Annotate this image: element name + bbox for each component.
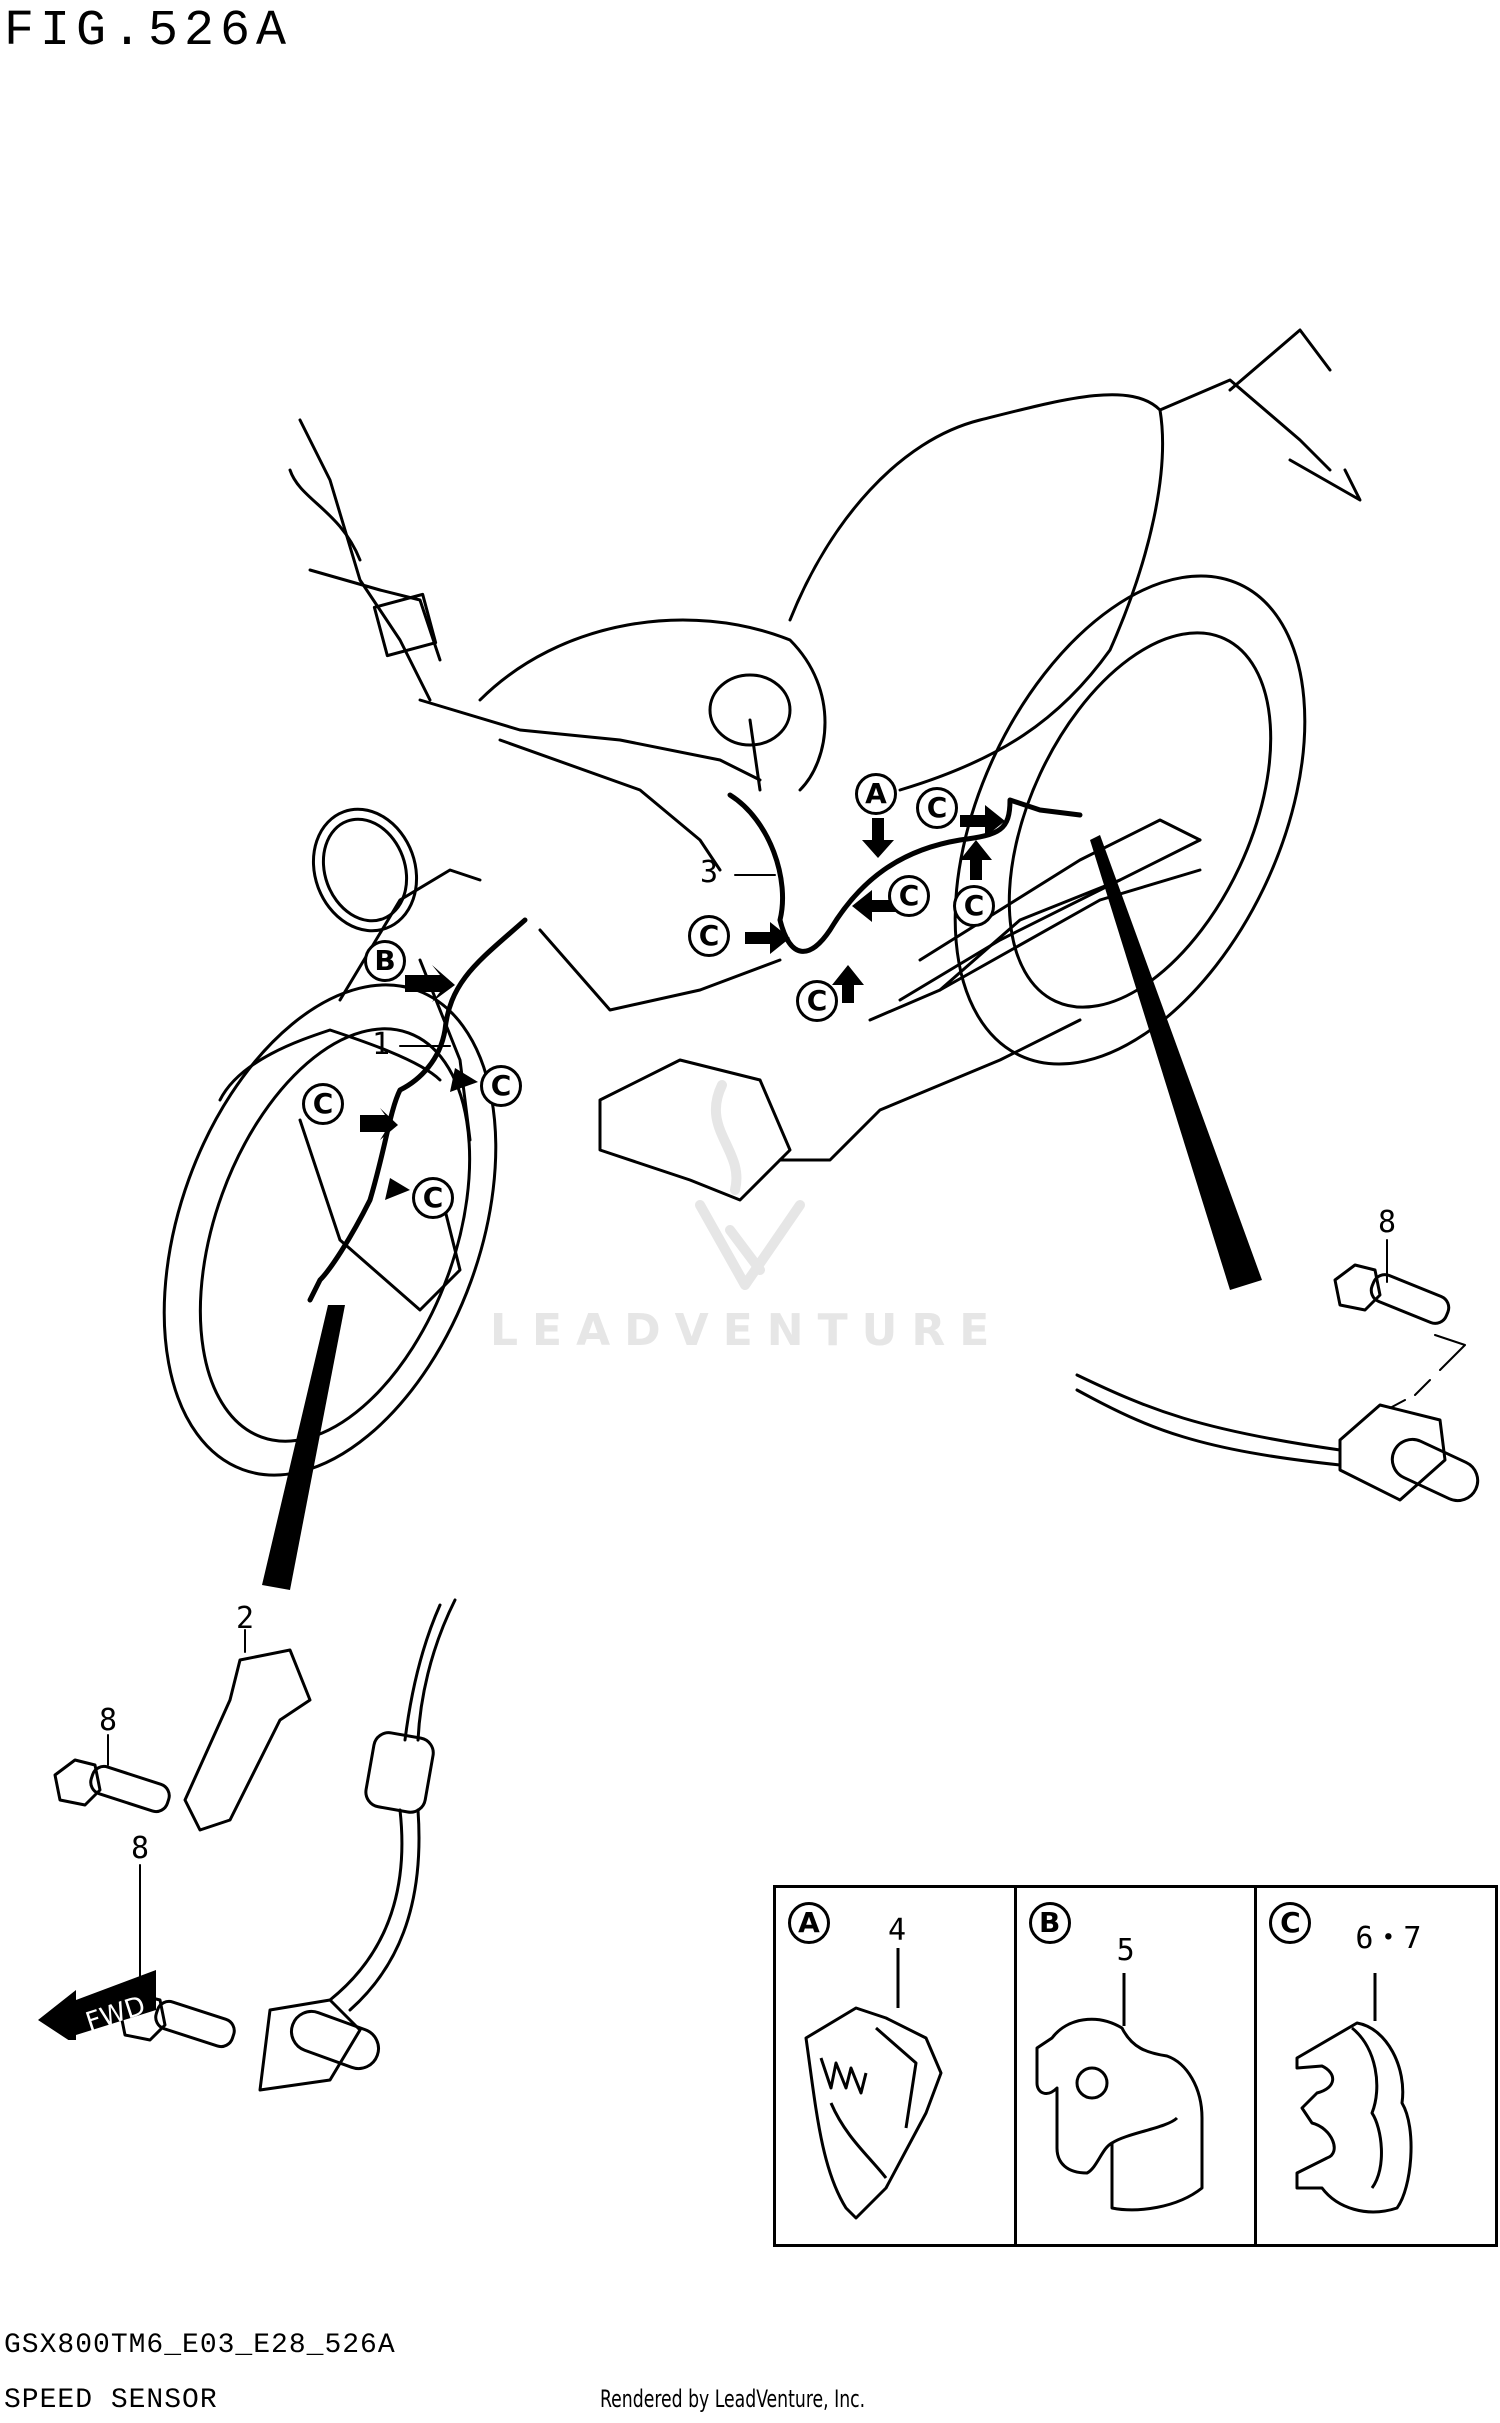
part-label-3: 3 (700, 855, 719, 890)
bolt-icon (53, 1734, 171, 1814)
part-label-1: 1 (372, 1027, 391, 1062)
legend-cell-a: A 4 (776, 1888, 1017, 2244)
watermark-logo-icon (695, 1080, 805, 1290)
part-label-2: 2 (236, 1601, 255, 1636)
pointer-front-sensor (262, 1305, 345, 1590)
clamp-b-icon (1035, 1973, 1204, 2212)
fwd-arrow-icon: FWD (38, 1970, 156, 2040)
legend-cell-c: C 6・7 (1257, 1888, 1495, 2244)
render-credit: Rendered by LeadVenture, Inc. (600, 2385, 866, 2413)
clamp-marker-a: A (855, 773, 897, 815)
clamp-marker-b: B (364, 940, 406, 982)
section-name: SPEED SENSOR (4, 2385, 218, 2416)
legend-marker-a: A (788, 1902, 830, 1944)
part-label-8-left-bottom: 8 (131, 1831, 150, 1866)
bolt-icon (118, 1864, 236, 2049)
model-code: GSX800TM6_E03_E28_526A (4, 2330, 396, 2361)
clamp-legend: A 4 B 5 C 6・7 (773, 1885, 1498, 2247)
pointer-rear-sensor (1090, 835, 1262, 1290)
clamp-marker-c: C (888, 875, 930, 917)
clamp-marker-c: C (302, 1083, 344, 1125)
clamp-marker-c: C (412, 1177, 454, 1219)
legend-part-4: 4 (888, 1913, 907, 1948)
legend-part-5: 5 (1116, 1933, 1135, 1968)
legend-part-6-7: 6・7 (1355, 1921, 1422, 1956)
clamp-marker-c: C (688, 915, 730, 957)
part-label-8-right: 8 (1378, 1205, 1397, 1240)
bolt-icon (1333, 1239, 1451, 1325)
clamp-marker-c: C (916, 787, 958, 829)
part-label-8-left-top: 8 (99, 1703, 118, 1738)
legend-marker-b: B (1028, 1902, 1071, 1944)
clamp-c-icon (1295, 1973, 1413, 2214)
watermark-text: LEADVENTURE (490, 1305, 1004, 1356)
callout-arrows (360, 805, 1005, 1200)
clamp-marker-c: C (953, 885, 995, 927)
clamp-marker-c: C (480, 1065, 522, 1107)
clamp-marker-c: C (796, 980, 838, 1022)
legend-marker-c: C (1269, 1902, 1312, 1944)
figure-title: FIG.526A (4, 3, 293, 60)
clamp-a-icon (804, 1948, 943, 2220)
legend-cell-b: B 5 (1017, 1888, 1258, 2244)
